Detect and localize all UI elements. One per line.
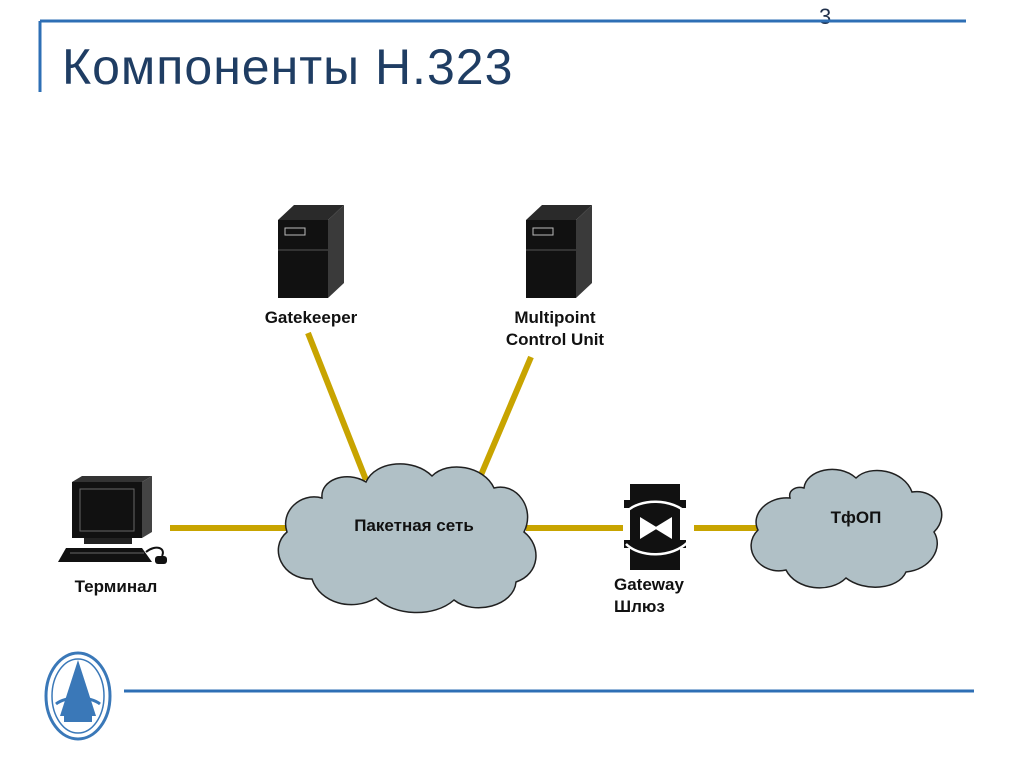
server-icon (278, 205, 344, 298)
gatekeeper-label: Gatekeeper (265, 308, 358, 327)
slide-title: Компоненты Н.323 (62, 39, 514, 95)
terminal-label: Терминал (75, 577, 158, 596)
links (170, 331, 760, 531)
gatekeeper-node[interactable]: Gatekeeper (265, 205, 358, 327)
cloud-icon (750, 468, 943, 589)
page-number: 3 (819, 4, 832, 29)
mcu-label-line1: Multipoint (514, 308, 596, 327)
computer-terminal-icon (58, 476, 167, 564)
gateway-node[interactable]: Gateway Шлюз (614, 484, 689, 616)
packet-network-cloud: Пакетная сеть (277, 463, 537, 614)
gateway-icon (624, 484, 689, 570)
packet-network-label: Пакетная сеть (354, 516, 474, 535)
cloud-icon (277, 463, 537, 614)
pstn-cloud: ТфОП (750, 468, 943, 589)
university-logo-icon (44, 651, 112, 741)
link-mcu (475, 355, 534, 484)
mcu-label-line2: Control Unit (506, 330, 605, 349)
server-icon (526, 205, 592, 298)
mcu-node[interactable]: Multipoint Control Unit (506, 205, 605, 349)
gateway-label-line2: Шлюз (614, 597, 665, 616)
gateway-label-line1: Gateway (614, 575, 684, 594)
link-gatekeeper (305, 331, 369, 482)
terminal-node[interactable]: Терминал (58, 476, 167, 596)
pstn-label: ТфОП (831, 508, 882, 527)
